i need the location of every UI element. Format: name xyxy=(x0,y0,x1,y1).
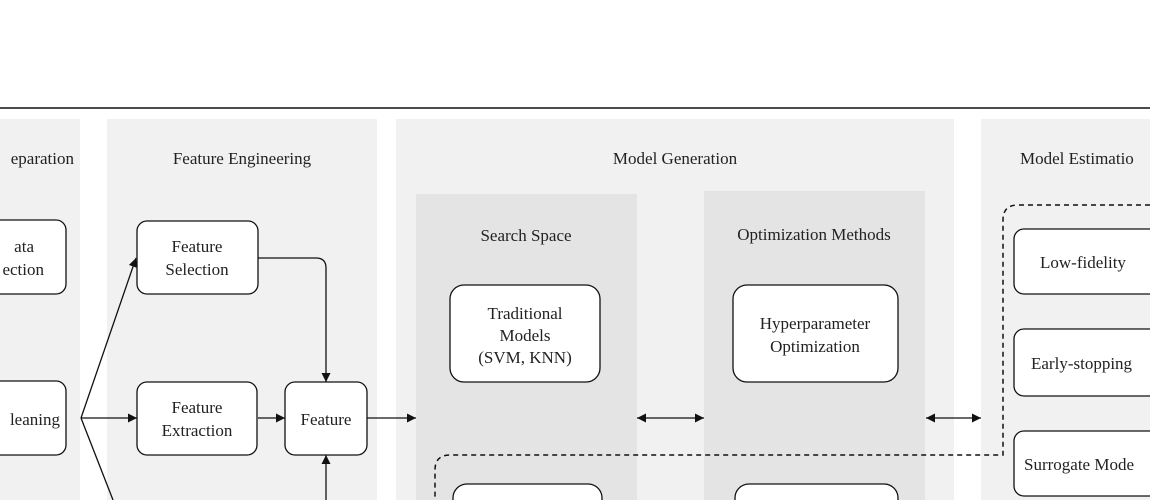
section-title-data-preparation: eparation xyxy=(11,149,75,168)
hyperparameter-optimization-box xyxy=(732,284,899,383)
surrogate-model-box xyxy=(1013,430,1150,497)
traditional-models-box xyxy=(449,284,601,383)
arrow-cleaning-to-selection xyxy=(80,257,138,419)
model-box-partial-right xyxy=(734,483,899,500)
arrow-selection-to-feature xyxy=(258,257,331,382)
feature-selection-label-2: Selection xyxy=(165,260,229,279)
feature-selection-label-1: Feature xyxy=(172,237,223,256)
section-title-feature-engineering: Feature Engineering xyxy=(173,149,312,168)
data-collection-label-2: ection xyxy=(2,260,44,279)
data-collection-box xyxy=(0,219,67,295)
low-fidelity-box xyxy=(1013,228,1150,295)
feature-extraction-label-1: Feature xyxy=(172,398,223,417)
hyperparameter-optimization-label-2: Optimization xyxy=(770,337,860,356)
feature-selection-box xyxy=(136,220,259,295)
data-collection-label-1: ata xyxy=(14,237,34,256)
feature-extraction-label-2: Extraction xyxy=(162,421,233,440)
arrow-cleaning-down xyxy=(80,417,114,500)
traditional-models-label-3: (SVM, KNN) xyxy=(478,348,572,367)
early-stopping-label: Early-stopping xyxy=(1031,354,1133,373)
low-fidelity-label: Low-fidelity xyxy=(1040,253,1126,272)
data-cleaning-label: leaning xyxy=(10,410,61,429)
section-title-model-estimation: Model Estimatio xyxy=(1020,149,1134,168)
section-title-model-generation: Model Generation xyxy=(613,149,738,168)
subsection-title-optimization-methods: Optimization Methods xyxy=(737,225,890,244)
feature-label: Feature xyxy=(301,410,352,429)
hyperparameter-optimization-label-1: Hyperparameter xyxy=(760,314,871,333)
feature-extraction-box xyxy=(136,381,258,456)
traditional-models-label-2: Models xyxy=(500,326,551,345)
traditional-models-label-1: Traditional xyxy=(488,304,563,323)
subsection-title-search-space: Search Space xyxy=(480,226,571,245)
surrogate-model-label: Surrogate Mode xyxy=(1024,455,1134,474)
early-stopping-box xyxy=(1013,328,1150,397)
model-box-partial-left xyxy=(452,483,603,500)
dashed-group-border xyxy=(434,204,1150,500)
data-cleaning-box xyxy=(0,380,67,456)
